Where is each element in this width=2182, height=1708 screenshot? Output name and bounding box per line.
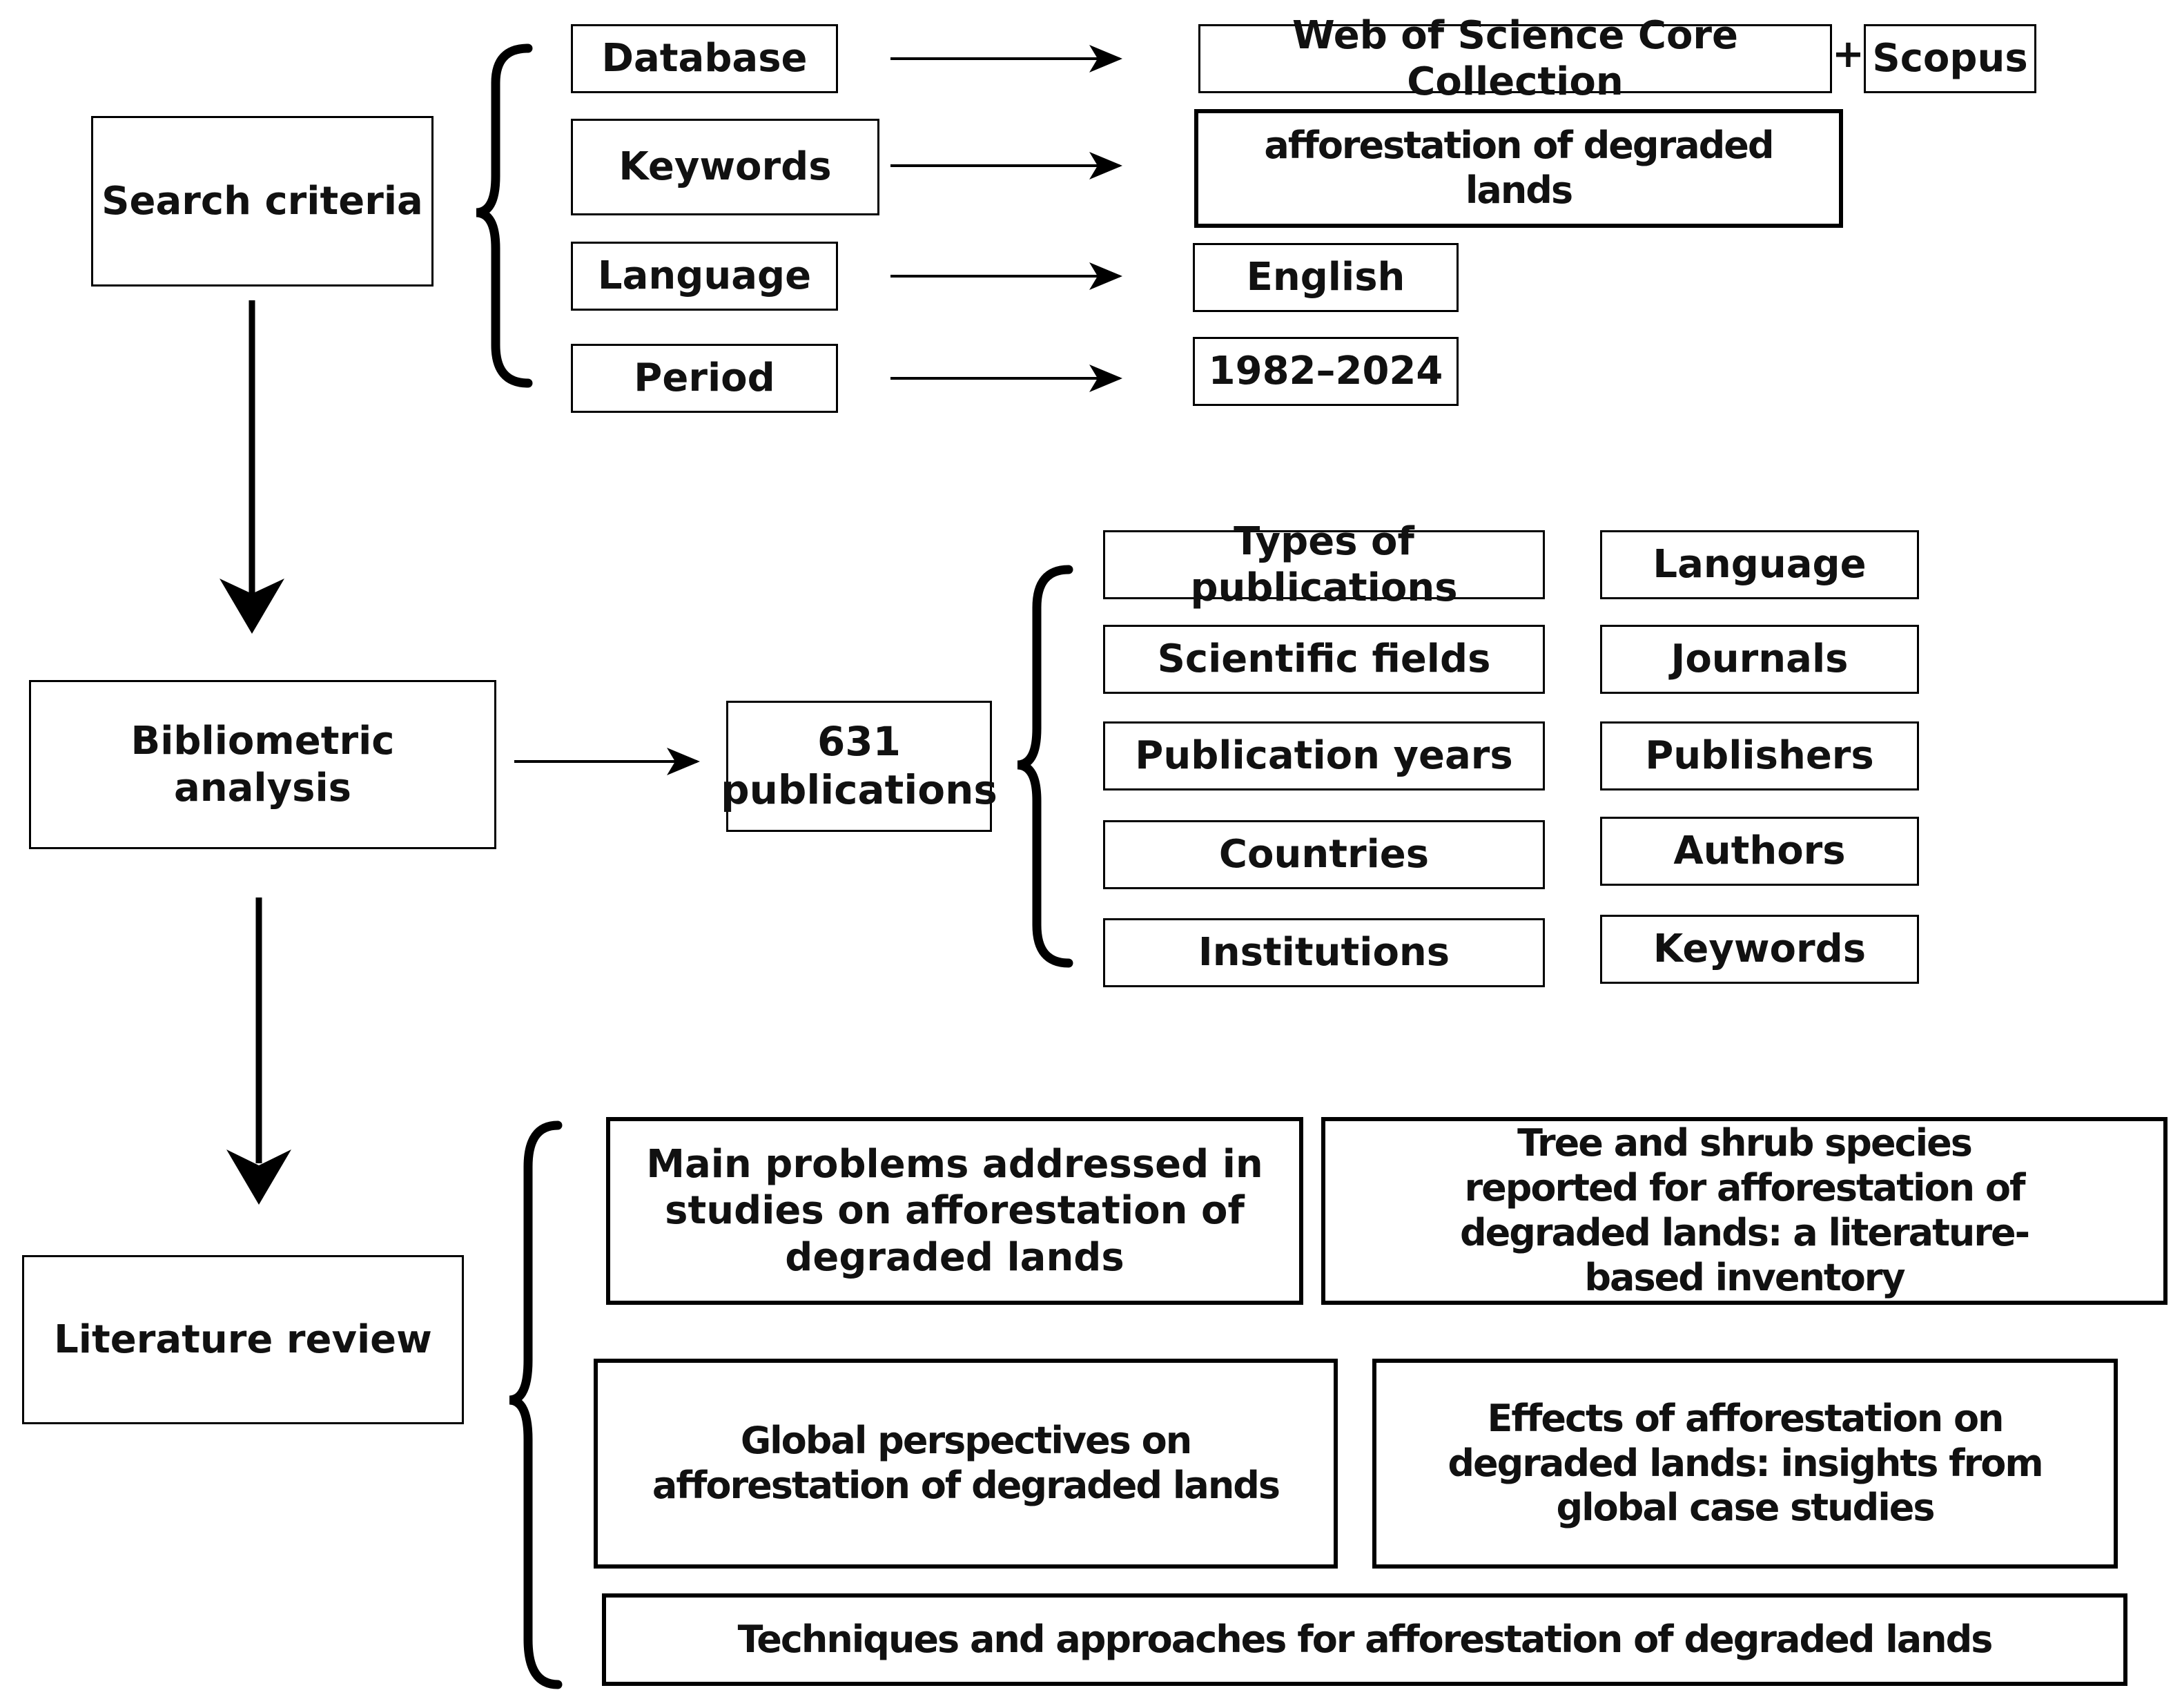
database-value: Web of Science Core Collection [1292,12,1739,104]
database-value-box: Web of Science Core Collection [1198,13,1832,104]
biblio-item-label: Publishers [1645,733,1874,779]
literature-review-title: Literature review [54,1317,432,1362]
literature-review-box: Literature review [22,1255,464,1424]
publication-count-label: publications [721,766,997,813]
review-topic-box: Global perspectives on afforestation of … [594,1359,1338,1569]
biblio-item-right: Publishers [1600,721,1919,790]
brace-biblio [1017,565,1073,968]
review-topic-text: Effects of afforestation on degraded lan… [1448,1396,2043,1530]
publication-count-box: 631 publications [721,701,997,832]
database-value2: Scopus [1872,36,2028,81]
brace-review [509,1120,563,1689]
keywords-value-box: afforestation of degraded lands [1194,109,1843,228]
period-label-box: Period [571,344,838,413]
keywords-label: Keywords [618,144,832,190]
period-value-box: 1982–2024 [1193,337,1459,406]
biblio-item-label: Authors [1673,828,1846,874]
biblio-item-left: Publication years [1103,721,1545,790]
down-arrow-search-to-biblio [220,300,284,634]
period-label: Period [634,356,775,401]
biblio-item-left: Countries [1103,820,1545,889]
database-value2-box: Scopus [1864,24,2036,93]
biblio-item-label: Keywords [1653,926,1867,972]
language-value-box: English [1193,243,1459,312]
language-label-box: Language [571,242,838,311]
biblio-item-label: Countries [1218,832,1430,877]
biblio-item-label: Language [1653,542,1867,588]
review-topic-box: Tree and shrub species reported for affo… [1321,1117,2168,1305]
biblio-item-label: Scientific fields [1157,637,1491,682]
review-topic-text: Tree and shrub species reported for affo… [1459,1121,2030,1299]
biblio-item-right: Keywords [1600,915,1919,984]
review-topic-text: Global perspectives on afforestation of … [652,1419,1280,1507]
database-label: Database [601,36,808,81]
bibliometric-analysis-box: Bibliometric analysis [29,680,496,849]
biblio-item-left: Scientific fields [1103,625,1545,694]
publication-count: 631 [817,718,902,766]
biblio-item-right: Journals [1600,625,1919,694]
period-value: 1982–2024 [1208,349,1443,394]
review-topic-box: Main problems addressed in studies on af… [606,1117,1303,1305]
review-topic-box: Techniques and approaches for afforestat… [602,1593,2127,1686]
search-criteria-box: Search criteria [91,116,434,287]
biblio-item-right: Authors [1600,817,1919,886]
biblio-item-label: Institutions [1198,930,1450,976]
language-label: Language [597,253,812,299]
down-arrow-biblio-to-review [226,897,291,1205]
brace-search [476,43,533,388]
database-label-box: Database [571,24,838,93]
search-criteria-title: Search criteria [101,178,423,224]
biblio-item-right: Language [1600,530,1919,599]
biblio-item-label: Journals [1670,637,1849,682]
biblio-item-label: Types of publications [1190,518,1458,610]
database-plus-sign: + [1832,32,1864,77]
review-topic-text: Main problems addressed in studies on af… [646,1142,1263,1280]
biblio-item-left: Institutions [1103,918,1545,987]
keywords-label-box: Keywords [571,119,879,215]
review-topic-text: Techniques and approaches for afforestat… [737,1617,1994,1661]
review-topic-box: Effects of afforestation on degraded lan… [1372,1359,2118,1569]
language-value: English [1246,255,1405,300]
biblio-item-label: Publication years [1135,733,1513,779]
keywords-value: afforestation of degraded lands [1264,124,1774,212]
bibliometric-analysis-title: Bibliometric analysis [130,719,395,811]
biblio-item-left: Types of publications [1103,519,1545,610]
